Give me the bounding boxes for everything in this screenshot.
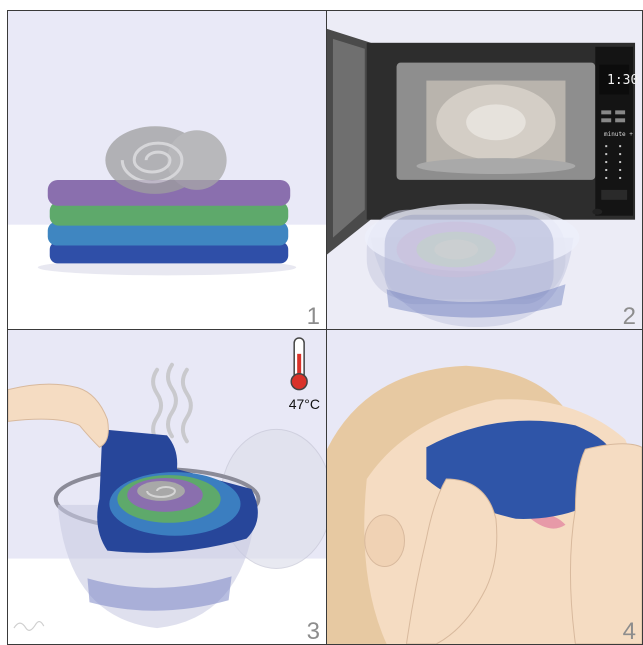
panel-3-warm-towel: 47°C 3 (7, 329, 327, 645)
bowl-illustration (8, 330, 326, 644)
step-number: 1 (307, 305, 320, 329)
panel-1-folded-towels: 1 (7, 10, 327, 330)
step-number: 4 (623, 620, 636, 644)
microwave-timer: 1:30 (607, 73, 638, 88)
glass-bowl (365, 204, 580, 327)
right-hand (570, 444, 642, 644)
face-illustration (327, 330, 642, 644)
towels-illustration (8, 11, 326, 329)
thermometer-icon (291, 338, 307, 390)
temperature-label: 47°C (289, 396, 320, 412)
step-number: 2 (623, 305, 636, 329)
panel-2-microwave: 1:30 minute + 2 (326, 10, 643, 330)
step-number: 3 (307, 620, 320, 644)
panel-4-face-compress: 4 (326, 329, 643, 645)
keypad-label: minute + (604, 131, 633, 138)
rolled-towel (105, 126, 226, 194)
microwave-illustration (327, 11, 642, 329)
